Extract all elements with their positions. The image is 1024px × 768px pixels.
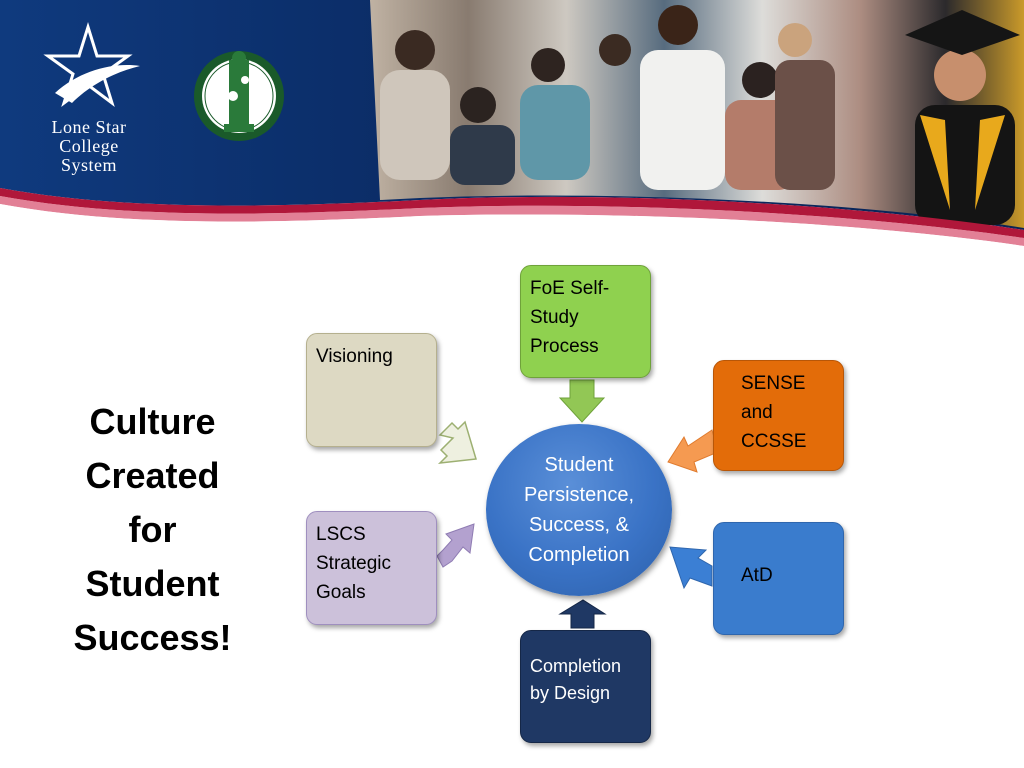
arrow-sense-to-center <box>667 429 719 473</box>
node-completion-by-design: Completion by Design <box>520 630 651 743</box>
node-line: LSCS <box>316 524 366 545</box>
logo-line-1: Lone Star <box>51 117 127 137</box>
node-line: Strategic <box>316 553 391 574</box>
node-sense-ccsse: SENSE and CCSSE <box>713 360 844 471</box>
center-node-student-success: Student Persistence, Success, & Completi… <box>486 424 672 596</box>
photo-collage <box>370 0 1024 228</box>
logo-text: Lone Star College System <box>30 118 148 175</box>
arrow-foe-to-center <box>558 379 606 423</box>
arrow-visioning-to-center <box>437 420 477 464</box>
node-line: Visioning <box>316 346 393 367</box>
logo-line-3: System <box>60 155 117 175</box>
center-line: Completion <box>528 544 630 566</box>
title-line: Success! <box>73 617 232 658</box>
node-line: FoE Self- <box>530 278 610 299</box>
node-line: Process <box>530 336 599 357</box>
node-lscs-strategic-goals: LSCS Strategic Goals <box>306 511 437 625</box>
slide-title: Culture Created for Student Success! <box>40 395 265 665</box>
node-line: SENSE <box>741 373 806 394</box>
node-line: Completion <box>530 656 622 676</box>
title-line: for <box>128 509 177 550</box>
center-line: Success, & <box>528 514 630 536</box>
arrow-lscs-to-center <box>436 523 475 568</box>
center-line: Persistence, <box>523 484 635 506</box>
node-line: and <box>741 402 773 423</box>
diagram-arrows <box>436 379 719 629</box>
header-banner <box>0 0 1024 250</box>
center-line: Student <box>544 454 614 476</box>
title-line: Student <box>85 563 220 604</box>
arrow-cbd-to-center <box>558 599 607 629</box>
lone-star-logo-star-icon <box>43 21 140 107</box>
title-line: Culture <box>89 401 216 442</box>
node-atd: AtD <box>713 522 844 635</box>
logo-line-2: College <box>59 136 119 156</box>
arrow-atd-to-center <box>669 546 713 590</box>
foundations-of-excellence-seal-icon <box>194 51 284 141</box>
node-foe-self-study: FoE Self- Study Process <box>520 265 651 378</box>
node-line: Study <box>530 307 579 328</box>
title-line: Created <box>85 455 220 496</box>
node-line: CCSSE <box>741 431 807 452</box>
node-line: Goals <box>316 582 366 603</box>
node-line: AtD <box>741 565 773 586</box>
node-line: by Design <box>530 683 611 703</box>
node-visioning: Visioning <box>306 333 437 447</box>
